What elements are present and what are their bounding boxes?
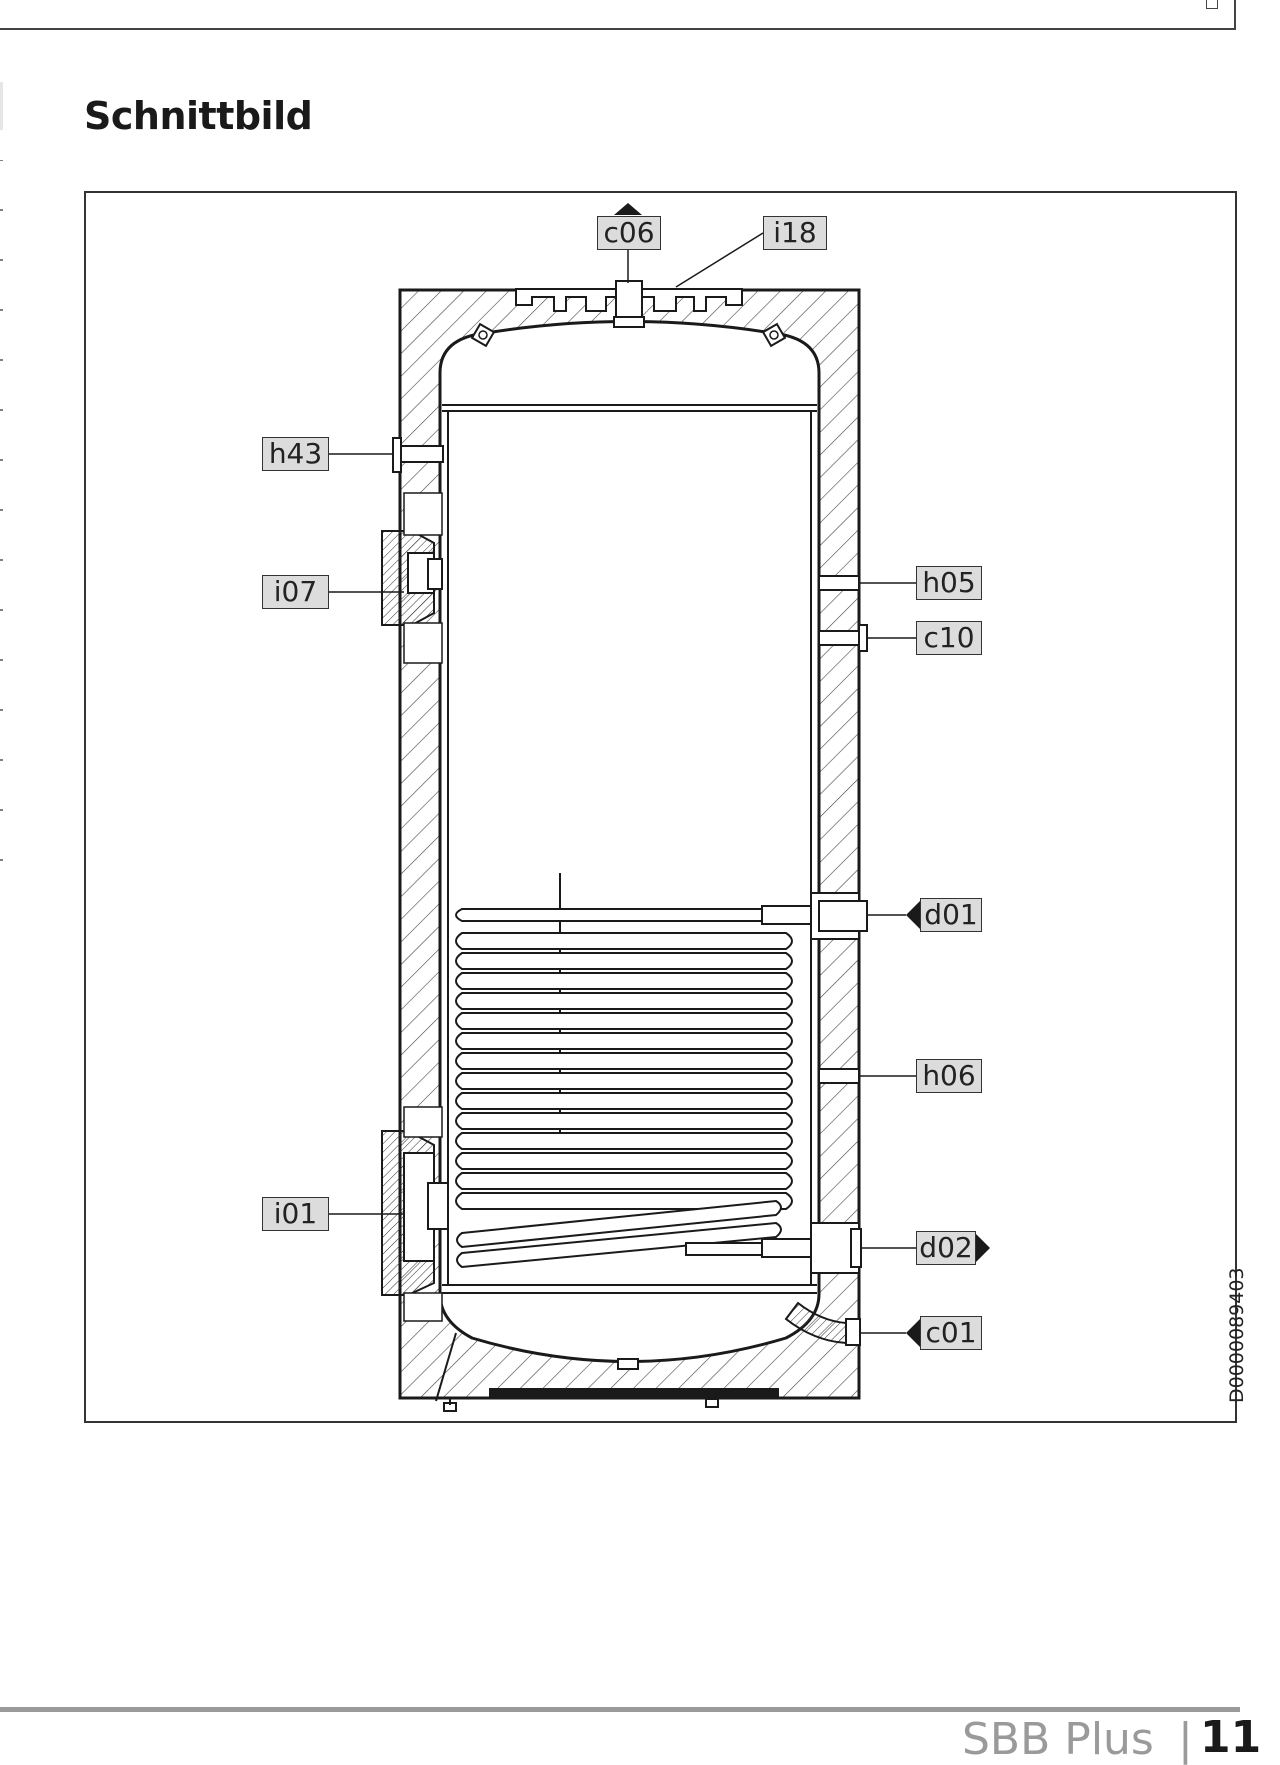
d02-arrow-icon (976, 1234, 990, 1262)
leader-lines (329, 232, 916, 1334)
label-i18: i18 (763, 216, 827, 250)
cross-section-diagram (329, 203, 990, 1412)
label-c01: c01 (920, 1316, 982, 1350)
margin-ticks (0, 160, 3, 861)
heating-coil (455, 873, 820, 1269)
footer-rule (0, 1707, 1240, 1712)
label-h05: h05 (916, 566, 982, 600)
d01-arrow-icon (906, 901, 920, 929)
footer-product-name: SBB Plus (962, 1714, 1154, 1765)
footer-page-number: 11 (1200, 1712, 1262, 1763)
top-frame-mark (1206, 0, 1218, 9)
i07-flange (381, 492, 443, 664)
label-h43: h43 (262, 437, 329, 471)
top-frame-box (0, 0, 1236, 30)
label-i07: i07 (262, 575, 329, 609)
label-c06: c06 (597, 216, 661, 250)
drawing-id-text: D0000089403 (1226, 1267, 1248, 1403)
label-i01: i01 (262, 1197, 329, 1231)
i01-flange (381, 1106, 449, 1322)
bottom-base (435, 1332, 779, 1412)
h05-fitting (818, 575, 860, 591)
footer-separator: | (1178, 1714, 1193, 1765)
label-d02: d02 (916, 1231, 976, 1265)
label-d01: d01 (920, 898, 982, 932)
page-title: Schnittbild (84, 94, 313, 138)
h06-fitting (818, 1068, 860, 1084)
h43-fitting (392, 437, 444, 473)
label-h06: h06 (916, 1059, 982, 1093)
top-cover (470, 280, 787, 348)
c01-arrow-icon (906, 1319, 920, 1347)
label-c10: c10 (916, 621, 982, 655)
d01-fitting (810, 892, 868, 940)
d02-fitting (810, 1222, 862, 1274)
c01-fitting (784, 1301, 861, 1346)
c06-arrow-icon (614, 203, 642, 215)
margin-bar (0, 82, 3, 130)
figure-frame: c06 i18 h43 i07 h05 c10 d01 h06 i01 d02 … (84, 191, 1248, 1423)
